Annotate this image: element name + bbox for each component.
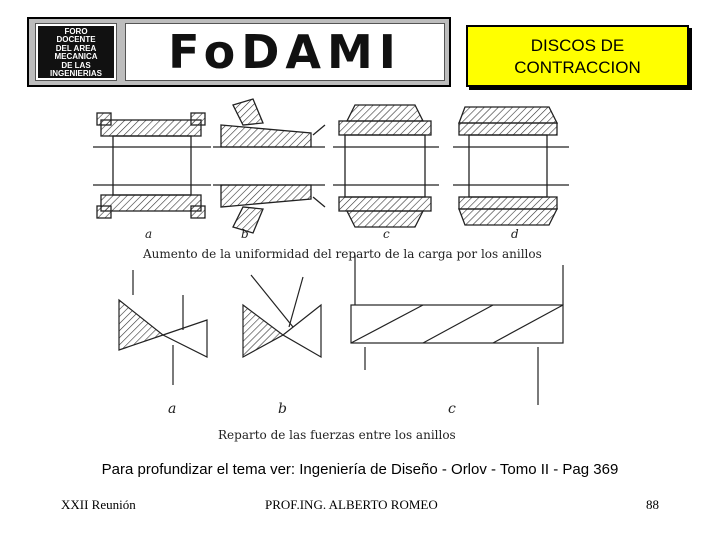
slide-title: DISCOS DE CONTRACCION xyxy=(514,36,641,77)
fodami-logo: FORO DOCENTE DEL AREA MECANICA DE LAS IN… xyxy=(27,17,451,87)
logo-side-panel: FORO DOCENTE DEL AREA MECANICA DE LAS IN… xyxy=(35,23,117,81)
force-label-b: b xyxy=(278,401,287,417)
footer-meeting: XXII Reunión xyxy=(61,497,136,512)
page-number: 88 xyxy=(646,497,659,512)
slide-title-box: DISCOS DE CONTRACCION xyxy=(466,25,689,87)
force-diagram-a xyxy=(118,270,208,385)
footer-author: PROF.ING. ALBERTO ROMEO xyxy=(265,497,438,512)
figure-label-b: b xyxy=(241,227,249,241)
assembly-drawing-d xyxy=(453,106,569,226)
logo-side-text: FORO DOCENTE DEL AREA MECANICA DE LAS IN… xyxy=(38,26,114,78)
logo-brand-text: FoDAMI xyxy=(168,25,402,79)
assembly-drawing-c xyxy=(333,104,439,228)
figure-caption-top: Aumento de la uniformidad del reparto de… xyxy=(142,247,542,261)
figure-label-d: d xyxy=(511,227,519,241)
reference-text: Para profundizar el tema ver: Ingeniería… xyxy=(101,461,619,478)
figure-caption-bottom: Reparto de las fuerzas entre los anillos xyxy=(218,428,456,442)
force-label-c: c xyxy=(448,401,456,417)
force-diagram-b xyxy=(242,274,322,359)
figure-label-c: c xyxy=(383,227,390,241)
force-label-a: a xyxy=(168,401,176,417)
shrink-disc-figure: a b c d Aumento de la uniformidad del re… xyxy=(93,98,569,442)
assembly-drawing-b xyxy=(213,98,326,234)
figure-label-a: a xyxy=(145,227,152,241)
assembly-drawing-a xyxy=(93,112,211,219)
force-diagram-c xyxy=(350,255,564,405)
logo-main-panel: FoDAMI xyxy=(125,23,445,81)
